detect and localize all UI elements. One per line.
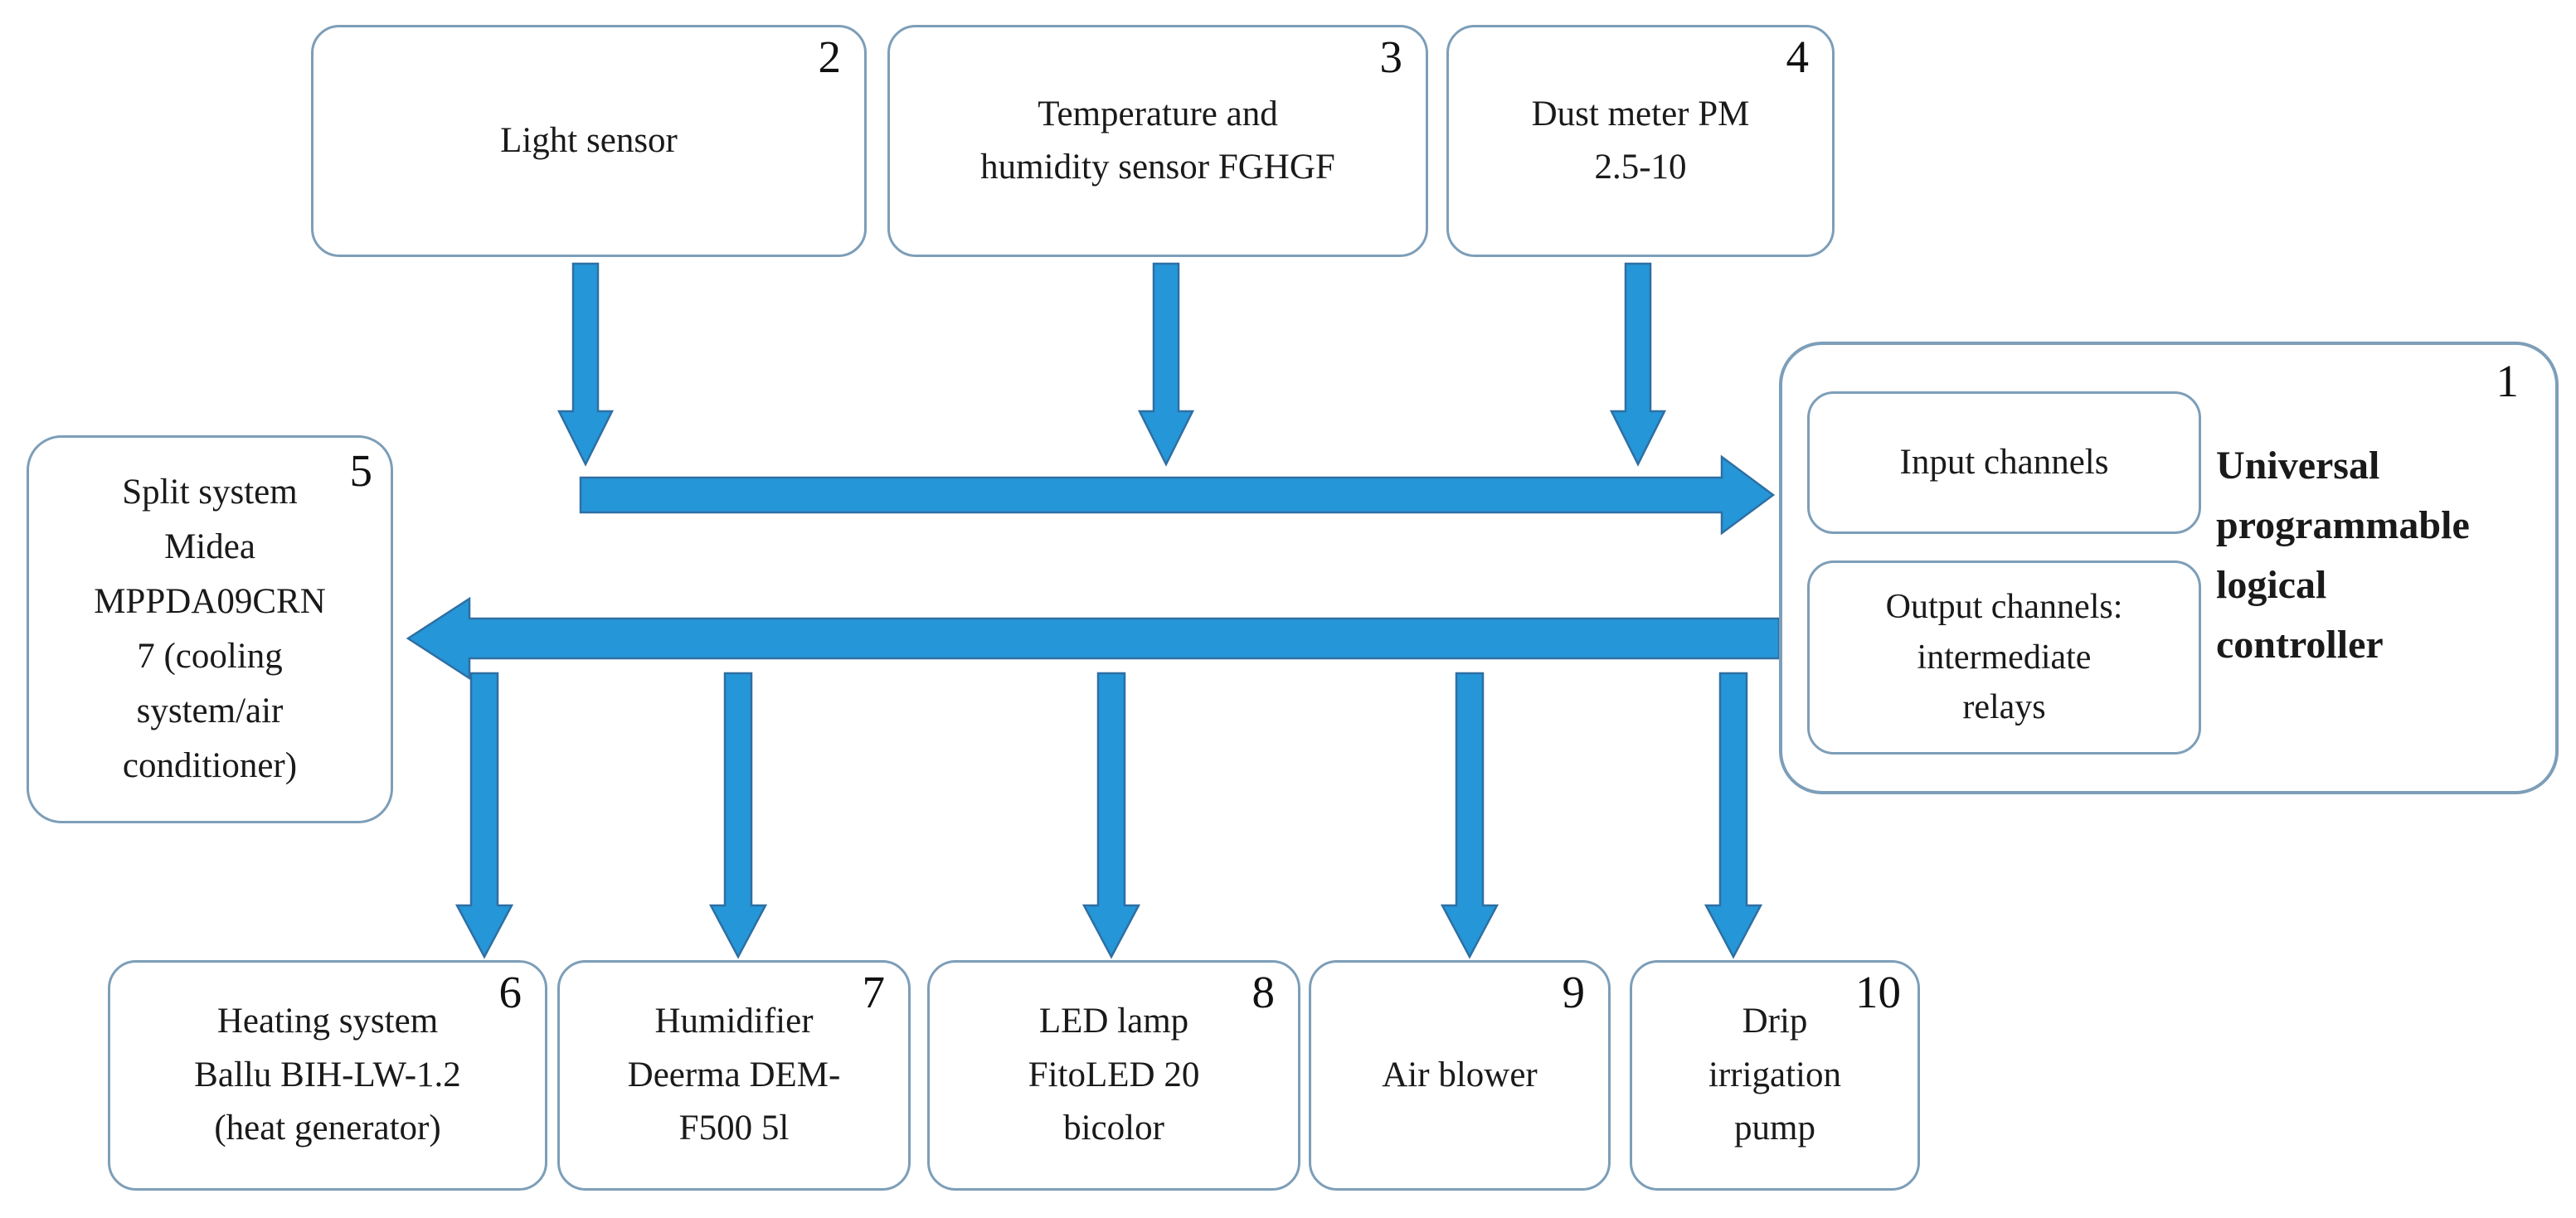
node-controller-input-channels: Input channels — [1807, 391, 2201, 534]
arrow-dust-meter-to-controller — [1609, 262, 1667, 467]
node-humidifier-number: 7 — [862, 967, 886, 1017]
node-humidifier-label: Humidifier Deerma DEM- F500 5l — [627, 1002, 841, 1148]
node-air-blower-label: Air blower — [1382, 1055, 1538, 1094]
node-dust-meter-number: 4 — [1786, 32, 1810, 82]
arrow-light-sensor-to-controller — [557, 262, 615, 467]
arrow-to-drip-pump — [1704, 672, 1763, 959]
node-temp-humidity-sensor: 3 Temperature and humidity sensor FGHGF — [887, 25, 1428, 257]
node-drip-pump-number: 10 — [1855, 967, 1901, 1017]
node-split-system: 5 Split system Midea MPPDA09CRN 7 (cooli… — [27, 435, 393, 823]
node-split-system-label: Split system Midea MPPDA09CRN 7 (cooling… — [94, 473, 326, 785]
node-humidifier: 7 Humidifier Deerma DEM- F500 5l — [557, 960, 911, 1191]
arrow-to-humidifier — [708, 672, 768, 959]
arrow-input-bus-right — [579, 454, 1776, 536]
node-dust-meter: 4 Dust meter PM 2.5-10 — [1446, 25, 1835, 257]
node-controller-input-label: Input channels — [1899, 442, 2109, 482]
node-drip-pump: 10 Drip irrigation pump — [1630, 960, 1920, 1191]
arrow-to-led-lamp — [1081, 672, 1141, 959]
node-light-sensor-label: Light sensor — [500, 120, 678, 160]
arrow-output-bus-left — [406, 596, 1781, 681]
arrow-to-heating-system — [454, 672, 514, 959]
node-controller-output-label: Output channels: intermediate relays — [1885, 587, 2123, 727]
node-led-lamp: 8 LED lamp FitoLED 20 bicolor — [927, 960, 1300, 1191]
node-heating-system-number: 6 — [498, 967, 522, 1017]
node-controller-number: 1 — [2496, 356, 2520, 406]
node-drip-pump-label: Drip irrigation pump — [1708, 1002, 1841, 1148]
node-controller-title: Universal programmable logical controlle… — [2216, 444, 2470, 667]
node-light-sensor: 2 Light sensor — [311, 25, 867, 257]
arrow-temp-sensor-to-controller — [1137, 262, 1195, 467]
node-led-lamp-label: LED lamp FitoLED 20 bicolor — [1028, 1002, 1200, 1148]
node-split-system-number: 5 — [349, 445, 373, 496]
node-air-blower: 9 Air blower — [1309, 960, 1611, 1191]
arrow-to-air-blower — [1440, 672, 1499, 959]
node-temp-humidity-sensor-number: 3 — [1379, 32, 1403, 82]
node-controller: 1 Input channels Output channels: interm… — [1779, 342, 2559, 794]
node-led-lamp-number: 8 — [1252, 967, 1276, 1017]
node-heating-system-label: Heating system Ballu BIH-LW-1.2 (heat ge… — [194, 1002, 461, 1148]
node-temp-humidity-sensor-label: Temperature and humidity sensor FGHGF — [980, 94, 1335, 187]
node-controller-output-channels: Output channels: intermediate relays — [1807, 560, 2201, 755]
node-dust-meter-label: Dust meter PM 2.5-10 — [1531, 94, 1750, 187]
node-light-sensor-number: 2 — [818, 32, 842, 82]
node-air-blower-number: 9 — [1562, 967, 1586, 1017]
node-heating-system: 6 Heating system Ballu BIH-LW-1.2 (heat … — [108, 960, 547, 1191]
